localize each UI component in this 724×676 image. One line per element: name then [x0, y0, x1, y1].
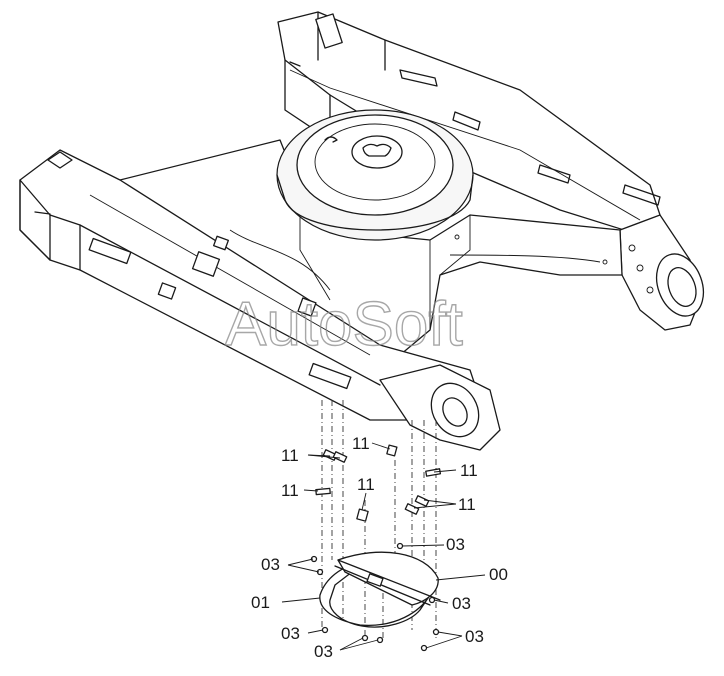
lifting-lug-top — [315, 13, 343, 49]
upper-frame-beam — [277, 11, 661, 236]
callout-labels: 11 11 11 11 11 11 03 03 00 01 03 03 03 0… — [251, 434, 508, 661]
callout-11: 11 — [357, 475, 375, 494]
watermark-text: AutoSoft — [225, 290, 463, 359]
explosion-lines — [321, 400, 437, 640]
bolt-03-e — [321, 626, 329, 634]
bolt-03-g — [376, 636, 384, 644]
shim-11-f2 — [404, 503, 420, 515]
callout-11: 11 — [458, 495, 476, 514]
leader-lines — [281, 442, 486, 651]
shim-parts — [315, 444, 442, 522]
callout-03: 03 — [261, 555, 280, 574]
bolt-03-h — [432, 628, 440, 636]
track-guide-upper — [399, 69, 438, 87]
cover-plate-00 — [337, 551, 439, 606]
shim-11-e — [356, 508, 369, 522]
callout-03: 03 — [465, 627, 484, 646]
bracket-upper — [452, 111, 481, 131]
shim-11-d — [315, 487, 331, 496]
track-guide-right — [622, 184, 661, 206]
callout-11: 11 — [281, 481, 299, 500]
callout-01: 01 — [251, 593, 270, 612]
bolt-03-f — [361, 634, 369, 642]
rotation-arrow-icon — [324, 136, 338, 143]
bolt-03-c — [396, 542, 404, 550]
callout-03: 03 — [314, 642, 333, 661]
callout-03: 03 — [446, 535, 465, 554]
callout-03: 03 — [281, 624, 300, 643]
shim-11-b — [386, 444, 398, 457]
callout-11: 11 — [281, 446, 299, 465]
callout-11: 11 — [352, 434, 370, 453]
clamp-block — [366, 573, 384, 587]
pad-left-1 — [191, 251, 221, 277]
center-joint — [351, 135, 403, 169]
callout-03: 03 — [452, 594, 471, 613]
idler-mount-eye — [655, 253, 705, 317]
shim-11-f1 — [414, 495, 430, 507]
shim-11-c — [425, 468, 442, 477]
track-guide-left-2 — [308, 362, 352, 390]
bracket-upper-right — [537, 164, 571, 184]
bolt-03-i — [420, 644, 428, 652]
left-side-frame — [19, 149, 501, 451]
shim-11-a2 — [332, 451, 348, 463]
swing-bearing — [276, 109, 474, 241]
bolt-03-d — [428, 596, 436, 604]
track-guide-left-1 — [88, 237, 132, 265]
callout-11: 11 — [460, 461, 478, 480]
pad-left-2 — [157, 282, 177, 300]
slot-left-end — [34, 211, 51, 215]
callout-00: 00 — [489, 565, 508, 584]
right-side-frame-end — [619, 214, 705, 331]
cover-plate-assembly — [310, 542, 441, 652]
